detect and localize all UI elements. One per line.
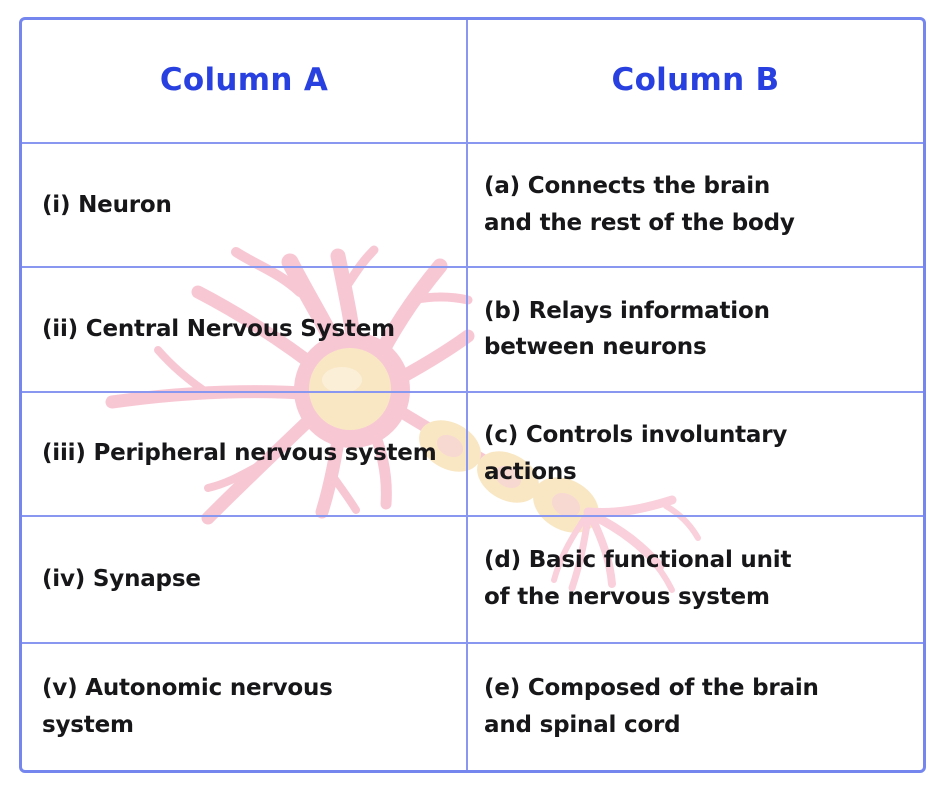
cell-b-3: (c) Controls involuntary actions [468,393,923,517]
cell-text: (iii) Peripheral nervous system [42,440,437,467]
cell-text: (e) Composed of the brain and spinal cor… [484,675,819,738]
cell-b-4: (d) Basic functional unit of the nervous… [468,517,923,644]
cell-text: (iv) Synapse [42,565,201,592]
cell-b-1: (a) Connects the brain and the rest of t… [468,144,923,269]
cell-text: (a) Connects the brain and the rest of t… [484,173,795,237]
match-table: Column A Column B (i) Neuron (a) Connect… [19,17,926,773]
column-a-header: Column A [22,20,469,145]
column-b-header-label: Column B [611,62,780,99]
cell-text: (b) Relays information between neurons [484,297,770,361]
cell-text: (ii) Central Nervous System [42,316,395,343]
cell-a-4: (iv) Synapse [22,516,469,644]
cell-text: (c) Controls involuntary actions [484,421,788,485]
cell-a-5: (v) Autonomic nervous system [22,643,469,770]
cell-a-3: (iii) Peripheral nervous system [22,392,469,517]
column-a-header-label: Column A [159,62,329,99]
cell-text: (v) Autonomic nervous system [42,675,333,738]
cell-a-2: (ii) Central Nervous System [22,268,469,393]
cell-text: (d) Basic functional unit of the nervous… [484,547,792,611]
cell-text: (i) Neuron [42,191,172,218]
cell-a-1: (i) Neuron [22,144,469,269]
column-b-header: Column B [468,20,923,145]
cell-b-2: (b) Relays information between neurons [468,268,923,393]
cell-b-5: (e) Composed of the brain and spinal cor… [468,644,923,770]
